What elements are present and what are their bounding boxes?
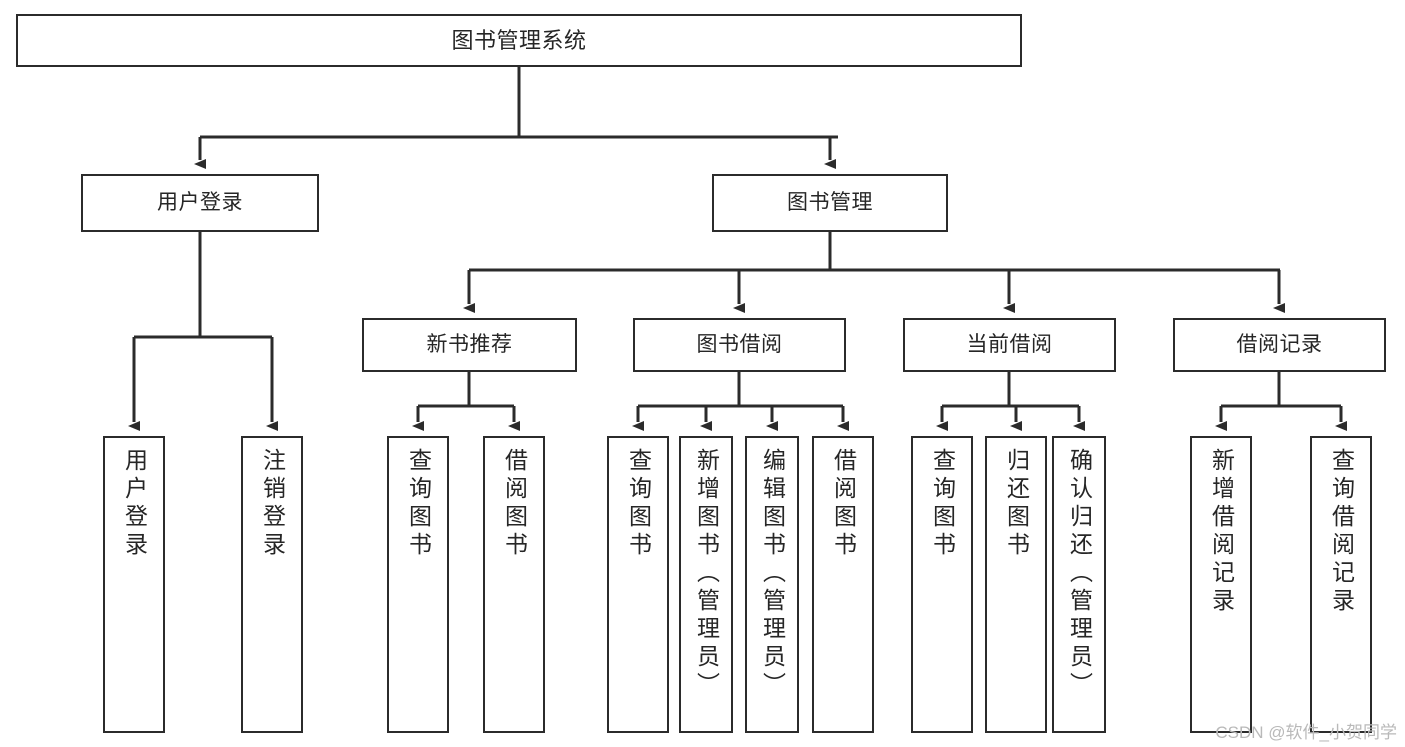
node-book-manage-label: 图书管理 <box>787 190 873 214</box>
node-leaf-edit-book[interactable]: 编辑图书（管理员） <box>745 436 799 733</box>
csdn-watermark: CSDN @软件_小贺同学 <box>1215 723 1397 742</box>
node-leaf-borrow-book-1[interactable]: 借阅图书 <box>483 436 545 733</box>
node-leaf-user-login-label: 用户登录 <box>121 448 148 560</box>
node-borrow-record[interactable]: 借阅记录 <box>1173 318 1386 372</box>
node-borrow-record-label: 借阅记录 <box>1236 332 1323 356</box>
node-leaf-return-book-label: 归还图书 <box>1003 448 1030 560</box>
node-root-label: 图书管理系统 <box>451 27 587 53</box>
node-leaf-user-login[interactable]: 用户登录 <box>103 436 165 733</box>
node-leaf-return-book[interactable]: 归还图书 <box>985 436 1047 733</box>
node-new-book-rec[interactable]: 新书推荐 <box>362 318 577 372</box>
node-leaf-edit-book-label: 编辑图书（管理员） <box>759 448 786 700</box>
node-leaf-query-book-1[interactable]: 查询图书 <box>387 436 449 733</box>
node-leaf-query-record-label: 查询借阅记录 <box>1328 448 1355 616</box>
node-leaf-borrow-book-1-label: 借阅图书 <box>501 448 528 560</box>
node-current-borrow[interactable]: 当前借阅 <box>903 318 1116 372</box>
node-leaf-query-book-3[interactable]: 查询图书 <box>911 436 973 733</box>
node-book-manage[interactable]: 图书管理 <box>712 174 948 232</box>
node-leaf-borrow-book-2-label: 借阅图书 <box>830 448 857 560</box>
node-root[interactable]: 图书管理系统 <box>16 14 1022 67</box>
node-user-login-label: 用户登录 <box>157 190 243 214</box>
node-leaf-query-book-2-label: 查询图书 <box>625 448 652 560</box>
node-leaf-confirm-return[interactable]: 确认归还（管理员） <box>1052 436 1106 733</box>
node-user-login[interactable]: 用户登录 <box>81 174 319 232</box>
node-current-borrow-label: 当前借阅 <box>966 332 1053 356</box>
node-leaf-confirm-return-label: 确认归还（管理员） <box>1066 448 1093 700</box>
node-book-borrow-label: 图书借阅 <box>696 332 783 356</box>
node-leaf-add-book-label: 新增图书（管理员） <box>693 448 720 700</box>
node-leaf-logout-label: 注销登录 <box>259 448 286 560</box>
node-leaf-query-record[interactable]: 查询借阅记录 <box>1310 436 1372 733</box>
node-book-borrow[interactable]: 图书借阅 <box>633 318 846 372</box>
node-leaf-query-book-1-label: 查询图书 <box>405 448 432 560</box>
node-leaf-add-record-label: 新增借阅记录 <box>1208 448 1235 616</box>
node-new-book-rec-label: 新书推荐 <box>426 332 513 356</box>
node-leaf-borrow-book-2[interactable]: 借阅图书 <box>812 436 874 733</box>
node-leaf-query-book-2[interactable]: 查询图书 <box>607 436 669 733</box>
node-leaf-add-record[interactable]: 新增借阅记录 <box>1190 436 1252 733</box>
node-leaf-add-book[interactable]: 新增图书（管理员） <box>679 436 733 733</box>
node-leaf-query-book-3-label: 查询图书 <box>929 448 956 560</box>
node-leaf-logout[interactable]: 注销登录 <box>241 436 303 733</box>
